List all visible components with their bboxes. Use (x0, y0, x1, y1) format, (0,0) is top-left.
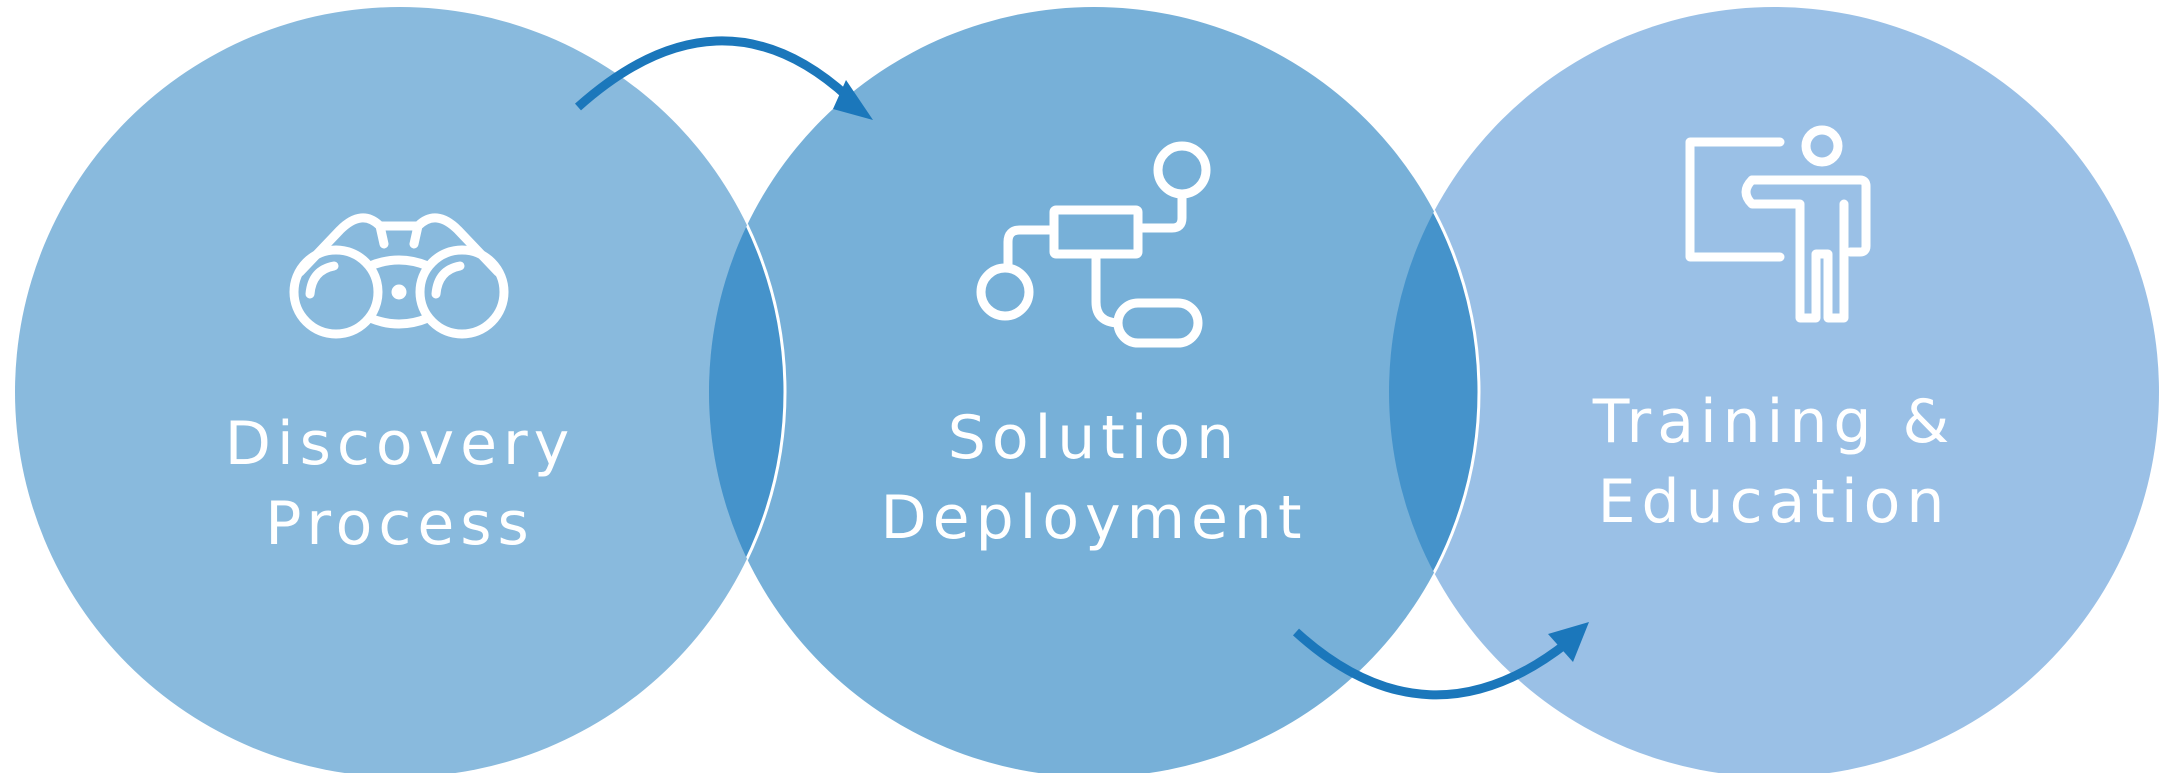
step-title-line-1: Solution (947, 403, 1241, 473)
presenter-board-icon (1685, 125, 1871, 323)
step-circle-discovery (15, 7, 785, 777)
step-title-line-1: Discovery (224, 409, 576, 479)
curved-arrow-icon (575, 36, 873, 120)
step-label-deployment: Solution Deployment (834, 398, 1354, 558)
curved-arrow-icon (1292, 622, 1589, 700)
step-circle-training (1389, 7, 2159, 777)
overlap-edges (709, 7, 1481, 777)
step-title-line-2: Process (265, 489, 535, 559)
step-title-line-1: Training & (1592, 387, 1956, 457)
step-label-training: Training & Education (1514, 382, 2034, 542)
step-title-line-2: Education (1597, 467, 1951, 537)
network-deployment-icon (976, 141, 1211, 348)
binoculars-icon (289, 213, 509, 339)
step-label-discovery: Discovery Process (140, 404, 660, 564)
step-circle-deployment (709, 7, 1479, 777)
step-title-line-2: Deployment (880, 483, 1308, 553)
